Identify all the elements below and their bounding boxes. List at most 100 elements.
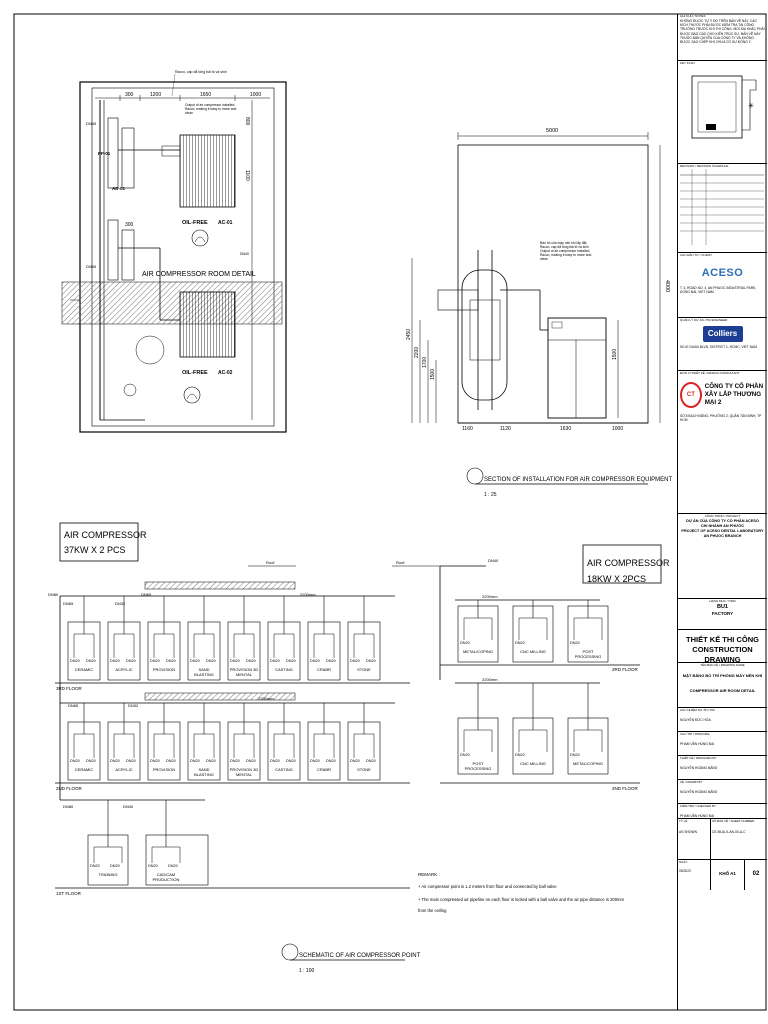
room-dn-label: DN20: [126, 759, 136, 763]
section-width: 5000: [546, 128, 558, 134]
tb-item-label: HẠNG MỤC / ITEM: [709, 599, 736, 603]
room-label: POST: [583, 649, 594, 654]
room-dn-label: DN20: [270, 759, 280, 763]
role-label: CHỦ TRÌ / PRINCIPAL: [680, 732, 711, 736]
item-code: BU1: [716, 603, 728, 610]
role-label: CHỦ NHIỆM DỰ ÁN / PM: [680, 708, 715, 712]
room-label: PROCESSING: [465, 766, 492, 771]
tb-pm-label: QUẢN LÝ DỰ ÁN / PM ENGINEER: [680, 318, 728, 322]
tb-project: CÔNG TRÌNH / PROJECT DỰ ÁN CỦA CÔNG TY C…: [678, 514, 767, 599]
schematic-box-left-l1: AIR COMPRESSOR: [64, 530, 147, 540]
role-label: KIỂM TRA / CHECKED BY: [680, 804, 716, 808]
tb-keyplan-label: KEY PLAN: [680, 61, 695, 65]
room-label: CERAMIC: [75, 767, 94, 772]
tb-revision: REVISION / REVISION SCHEDULE: [678, 164, 767, 253]
room-dn-label: DN20: [246, 759, 256, 763]
tb-date: NGÀY 05/2022: [678, 860, 711, 890]
room-dn-label: DN20: [570, 753, 580, 757]
room-dn-label: DN20: [570, 641, 580, 645]
dn65-2f: DN65: [68, 703, 79, 708]
item-name: FACTORY: [711, 611, 734, 617]
room-dn-label: DN20: [230, 659, 240, 663]
client-logo: ACESO: [701, 266, 744, 279]
remark-3: from the ceiling: [418, 908, 447, 913]
section-h2: 2200: [414, 347, 420, 358]
plan-top-note: Racco, cáp dẫ tông bài tô và sinh: [175, 69, 227, 74]
plan-note: Output of air compressor installed, Racc…: [185, 103, 237, 115]
room-dn-label: DN20: [150, 659, 160, 663]
section-bot-4: 1000: [612, 426, 623, 432]
ac01-label: OIL-FREE: [182, 220, 208, 226]
schematic-box-left-l2: 37KW X 2 PCS: [64, 545, 126, 555]
room-dn-label: DN20: [86, 659, 96, 663]
room-dn-label: DN20: [126, 659, 136, 663]
plan-dn40: DN40: [240, 252, 249, 256]
stage-vn: THIẾT KẾ THI CÔNG: [686, 635, 759, 644]
role-name: NGUYỄN HOÀNG BẢNG: [680, 765, 718, 770]
dn65-3f: DN65: [63, 601, 74, 606]
room-label: CR&BR: [317, 667, 331, 672]
section-h4: 1500: [430, 369, 436, 380]
room-label: PROVISION 3D: [230, 667, 259, 672]
room-dn-label: DN20: [110, 759, 120, 763]
room-label: PROVISION 3D: [230, 767, 259, 772]
room-label: CERAMIC: [75, 667, 94, 672]
room-dn-label: DN20: [150, 759, 160, 763]
ac02-label: OIL-FREE: [182, 370, 208, 376]
room-label: CASTING: [275, 767, 293, 772]
room-label: BLASTING: [194, 672, 214, 677]
room-label: CNC MILLING: [520, 761, 546, 766]
sheet-border: [13, 13, 767, 1011]
room-dn-label: DN20: [326, 659, 336, 663]
scale-label: TỶ LỆ: [679, 819, 688, 823]
room-dn-label: DN20: [70, 659, 80, 663]
key-plan-icon: ✳: [691, 75, 757, 139]
role-row: VẼ / DRAWN BY NGUYỄN HOÀNG BẢNG: [678, 780, 767, 804]
project-vn: DỰ ÁN CỦA CÔNG TY CỔ PHẦN ACESO: [686, 518, 759, 523]
section-title: SECTION OF INSTALLATION FOR AIR COMPRESS…: [484, 477, 672, 483]
dn80-1f: DN80: [63, 804, 74, 809]
room-label: PROCESSING: [575, 654, 602, 659]
paper-size: KHỔ A1: [711, 860, 745, 890]
pm-address: 50 LE DUAN BLVD, DISTRICT 1, HCMC, VIET …: [680, 344, 757, 349]
room-dn-label: DN20: [70, 759, 80, 763]
ac02-code: AC-02: [218, 370, 233, 376]
tb-contractor: ĐƠN VỊ THIẾT KẾ / DESIGN CONSULTANT CT C…: [678, 371, 767, 514]
slab-3f: [144, 692, 296, 701]
role-row: KIỂM TRA / CHECKED BY PHẠM VĂN HÙNG ĐẠI: [678, 804, 767, 825]
stage-en: CONSTRUCTION DRAWING: [692, 644, 753, 664]
remark-2: + The main compressed air pipeline on ea…: [418, 897, 625, 902]
plan-view: 300 1200 1650 1000 Racco, cáp dẫ tông bà…: [61, 69, 287, 433]
room-dn-label: DN20: [206, 659, 216, 663]
tb-notes-label: GHI CHÚ / NOTES: [680, 14, 706, 18]
room-label: METAL/COPING: [573, 761, 603, 766]
room-label: CR&BR: [317, 767, 331, 772]
role-name: PHẠM VĂN HÙNG ĐẠI: [680, 741, 715, 746]
role-name: NGUYỄN ĐỨC HÒA: [680, 717, 711, 722]
pipe-h-3f: 2200mm: [300, 592, 316, 597]
date-label: NGÀY: [679, 860, 688, 864]
role-name: NGUYỄN HOÀNG BẢNG: [680, 789, 718, 794]
drawing-title-vn: MẶT BẰNG BỐ TRÍ PHÒNG MÁY NÉN KHÍ: [682, 672, 763, 678]
role-row: CHỦ NHIỆM DỰ ÁN / PM NGUYỄN ĐỨC HÒA: [678, 708, 767, 732]
room-dn-label: DN20: [166, 759, 176, 763]
dn32-3f: DN32: [115, 601, 126, 606]
section-bot-1: 1160: [462, 426, 473, 432]
room-dn-label: DN20: [166, 659, 176, 663]
remark-title: REMARK :: [418, 872, 440, 877]
room-label: SAND: [198, 767, 209, 772]
room-dn-label: DN20: [366, 659, 376, 663]
role-row: THIẾT KẾ / DESIGNED BY NGUYỄN HOÀNG BẢNG: [678, 756, 767, 780]
